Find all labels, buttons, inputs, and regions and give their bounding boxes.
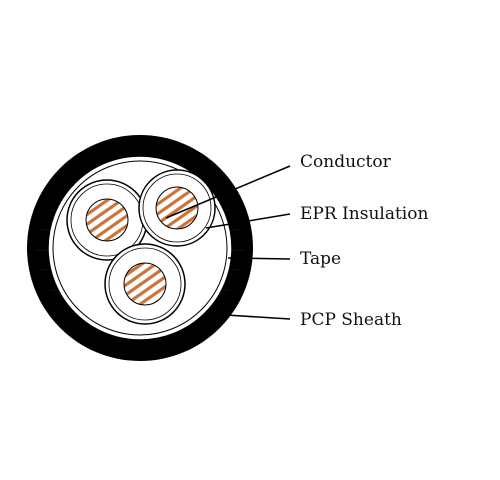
insulation-inner-right <box>142 173 212 243</box>
leader-line-sheath <box>225 314 291 320</box>
leader-line-tape <box>227 257 291 260</box>
label-sheath: PCP Sheath <box>300 310 402 330</box>
insulation-inner-bottom <box>108 247 182 321</box>
tape-inner-edge <box>52 160 228 336</box>
leader-line-insulation <box>205 213 291 229</box>
label-conductor: Conductor <box>300 152 392 172</box>
label-insulation: EPR Insulation <box>300 204 428 224</box>
label-tape: Tape <box>300 249 341 269</box>
conductor-core-bottom <box>123 262 167 306</box>
conductor-core-left <box>85 198 129 242</box>
leader-line-conductor <box>165 165 291 219</box>
